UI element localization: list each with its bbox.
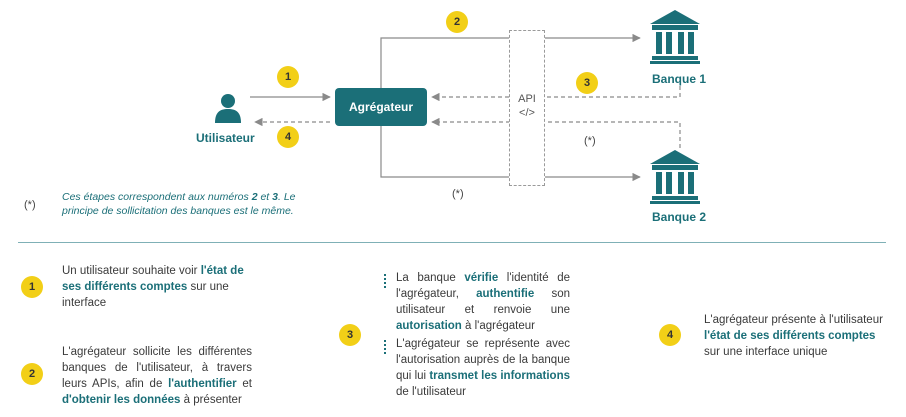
step-badge-4: 4 xyxy=(277,126,299,148)
asterisk-note-marker: (*) xyxy=(452,188,464,200)
dotted-marker xyxy=(384,340,386,354)
aggregator-box: Agrégateur xyxy=(335,88,427,126)
arrow-aggregator-to-bank1 xyxy=(380,33,641,88)
step-badge-2: 2 xyxy=(446,11,468,33)
step-number-3: 3 xyxy=(339,324,361,346)
step-2-description: L'agrégateur sollicite les différentes b… xyxy=(62,346,252,406)
dotted-marker xyxy=(384,274,386,288)
bank-icon xyxy=(650,150,700,204)
step-number-1: 1 xyxy=(21,276,43,298)
aggregator-label: Agrégateur xyxy=(348,100,413,114)
step-3b-description: L'agrégateur se représente avec l'autori… xyxy=(396,338,570,398)
user-label: Utilisateur xyxy=(196,131,255,145)
step-number-2: 2 xyxy=(21,363,43,385)
arrow-bank1-to-aggregator xyxy=(431,86,681,102)
step-number-4: 4 xyxy=(659,324,681,346)
step-badge-3: 3 xyxy=(576,72,598,94)
step-4-description: L'agrégateur présente à l'utilisateur l'… xyxy=(704,314,883,358)
footnote-marker: (*) xyxy=(24,199,36,211)
arrow-aggregator-to-bank2 xyxy=(380,126,641,182)
api-label-text: API xyxy=(518,93,536,105)
bank1-label: Banque 1 xyxy=(652,72,707,86)
api-label: API </> xyxy=(509,92,545,120)
bank2-label: Banque 2 xyxy=(652,210,707,224)
api-gateway-box xyxy=(509,30,545,186)
bank-icon xyxy=(650,10,700,64)
step-1-description: Un utilisateur souhaite voir l'état de s… xyxy=(62,265,244,309)
code-icon: </> xyxy=(519,107,535,119)
arrow-bank2-to-aggregator xyxy=(431,117,681,148)
footnote-text: Ces étapes correspondent aux numéros 2 e… xyxy=(62,191,296,217)
step-badge-1: 1 xyxy=(277,66,299,88)
step-3a-description: La banque vérifie l'identité de l'agréga… xyxy=(396,272,570,332)
user-icon xyxy=(215,94,241,123)
section-divider xyxy=(18,242,886,243)
asterisk-note-marker: (*) xyxy=(584,135,596,147)
